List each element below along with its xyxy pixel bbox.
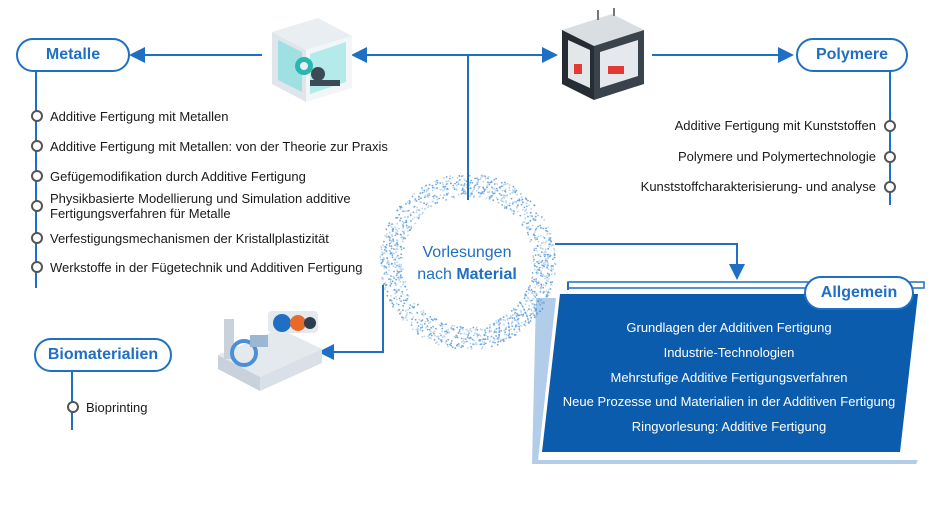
biomaterialien-title: Biomaterialien: [34, 338, 172, 372]
bio-dot-1: [67, 401, 79, 413]
polymere-dot-2: [884, 151, 896, 163]
polymere-title: Polymere: [796, 38, 908, 72]
polymere-dot-1: [884, 120, 896, 132]
metalle-dot-3: [31, 170, 43, 182]
allgemein-panel: [542, 294, 918, 452]
metalle-dot-6: [31, 261, 43, 273]
polymere-dot-3: [884, 181, 896, 193]
polymere-item-3: Kunststoffcharakterisierung- und analyse: [640, 179, 876, 194]
allgemein-item-1: Grundlagen der Additiven Fertigung: [626, 320, 832, 335]
allgemein-item-5: Ringvorlesung: Additive Fertigung: [631, 419, 827, 434]
center-line1: Vorlesungen: [422, 244, 512, 261]
allgemein-item-3: Mehrstufige Additive Fertigungsverfahren: [610, 370, 848, 385]
allgemein-item-2: Industrie-Technologien: [663, 345, 795, 360]
metalle-dot-5: [31, 232, 43, 244]
bioprinter-icon: [218, 311, 322, 391]
dotted-sphere: [379, 174, 557, 350]
arrow-to-biomaterialien: [318, 285, 384, 360]
allgemein-item-4: Neue Prozesse und Materialien in der Add…: [562, 394, 896, 409]
metalle-title: Metalle: [16, 38, 130, 72]
center-line2-prefix: nach: [417, 266, 457, 283]
metalle-item-4: Physikbasierte Modellierung und Simulati…: [50, 191, 351, 221]
metalle-item-6: Werkstoffe in der Fügetechnik und Additi…: [50, 260, 363, 275]
polymere-item-1: Additive Fertigung mit Kunststoffen: [674, 118, 876, 133]
metal-printer-icon: [272, 18, 352, 102]
metalle-item-5: Verfestigungsmechanismen der Kristallpla…: [50, 231, 329, 246]
metalle-dot-1: [31, 110, 43, 122]
metalle-item-1: Additive Fertigung mit Metallen: [50, 109, 229, 124]
center-line2: nach Material: [402, 264, 532, 286]
allgemein-title: Allgemein: [804, 276, 914, 310]
metalle-dot-2: [31, 140, 43, 152]
bio-item-1: Bioprinting: [86, 400, 148, 415]
polymer-printer-icon: [562, 8, 644, 100]
metalle-item-2: Additive Fertigung mit Metallen: von der…: [50, 139, 388, 154]
metalle-item-3: Gefügemodifikation durch Additive Fertig…: [50, 169, 306, 184]
center-line2-bold: Material: [456, 266, 517, 283]
metalle-dot-4: [31, 200, 43, 212]
center-label: Vorlesungen nach Material: [402, 242, 532, 286]
arrow-to-allgemein: [555, 243, 745, 280]
polymere-item-2: Polymere und Polymertechnologie: [678, 149, 876, 164]
